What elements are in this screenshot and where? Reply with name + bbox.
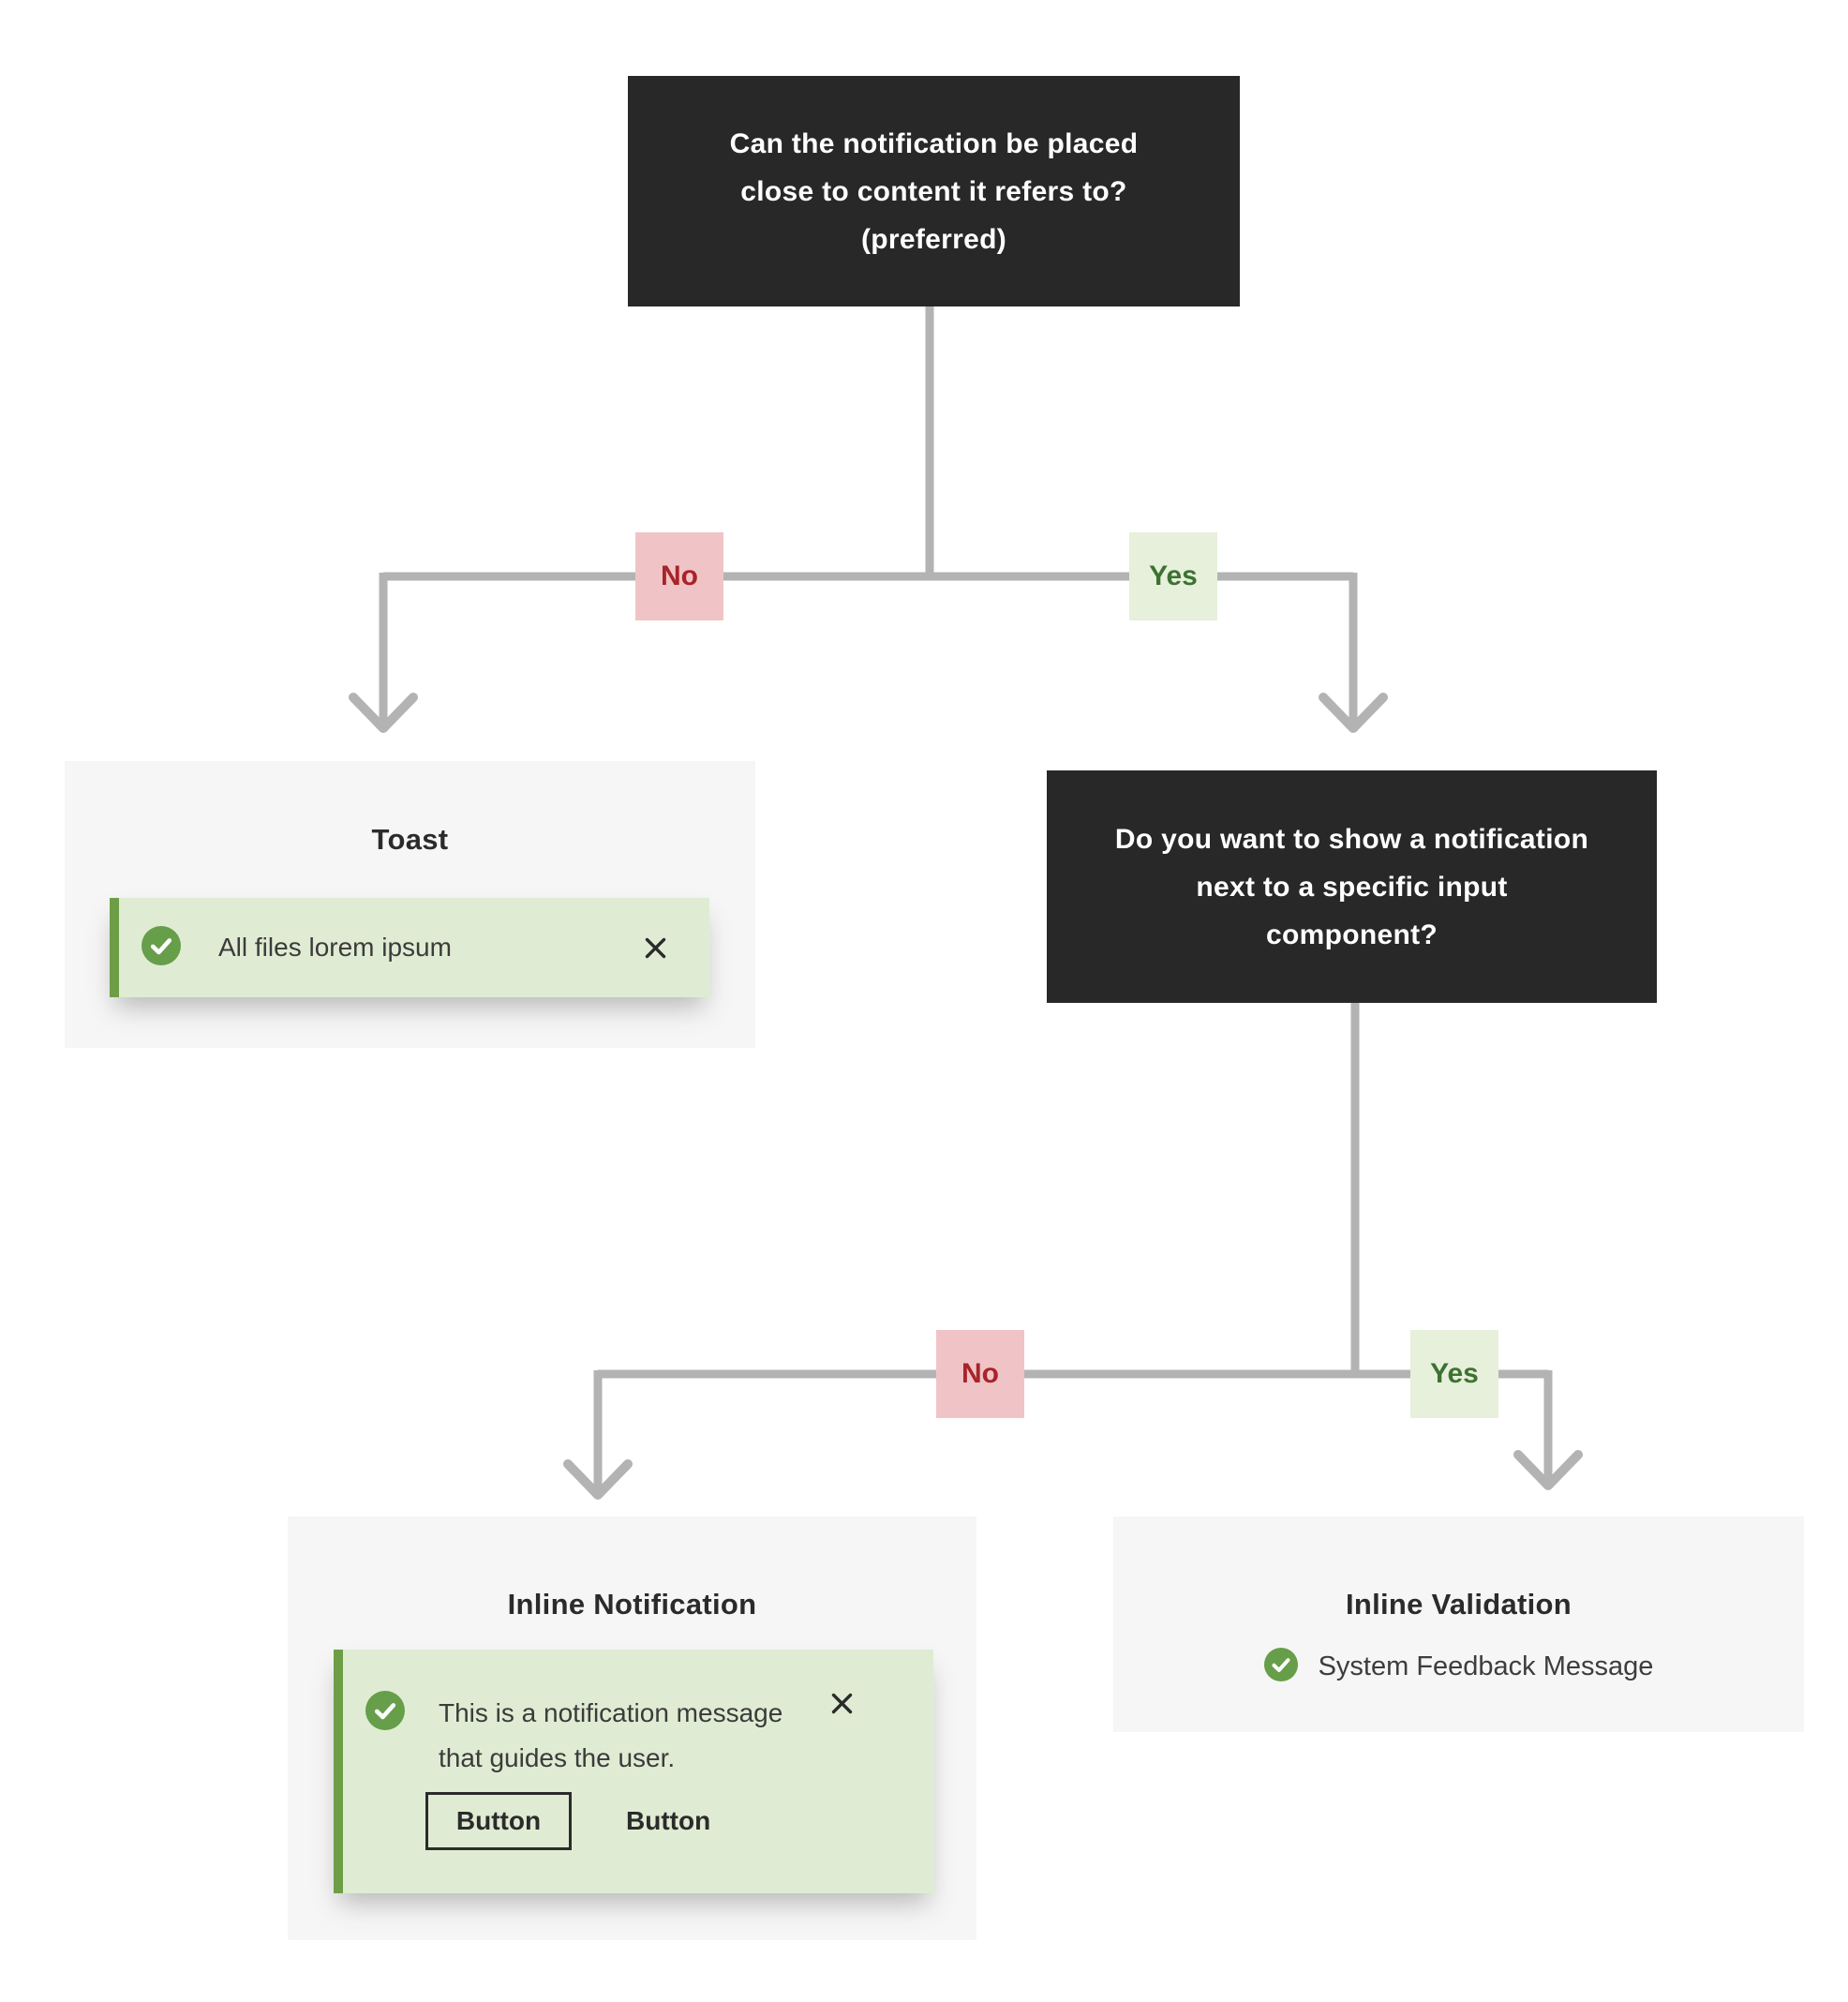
chevron-down-arrow-2 <box>1319 693 1388 733</box>
check-circle-icon <box>142 925 181 970</box>
toast-card-title: Toast <box>371 823 449 856</box>
question-line: component? <box>1266 919 1438 950</box>
question-line: Do you want to show a notification <box>1114 823 1589 855</box>
validation-message: System Feedback Message <box>1318 1651 1654 1681</box>
notification-buttons: Button Button <box>425 1792 716 1850</box>
inline-notification-card-title: Inline Notification <box>507 1588 757 1621</box>
branch-label-no-2: No <box>936 1330 1024 1418</box>
question-line: Can the notification be placed <box>729 127 1139 159</box>
notification-message-line: that guides the user. <box>439 1743 676 1772</box>
check-circle-icon <box>1263 1648 1298 1686</box>
close-icon[interactable] <box>643 935 668 961</box>
toast-row: All files lorem ipsum <box>119 898 709 997</box>
question-node-2: Do you want to show a notification next … <box>1047 770 1657 1003</box>
notification-message-line: This is a notification message <box>439 1698 783 1727</box>
question-line: (preferred) <box>861 223 1006 255</box>
check-circle-icon <box>365 1691 405 1735</box>
inline-notification-box: This is a notification message that guid… <box>334 1650 933 1893</box>
question-line: next to a specific input <box>1196 871 1508 903</box>
notification-head: This is a notification message that guid… <box>365 1691 785 1781</box>
outcome-card-toast: Toast All files lorem ipsum <box>65 761 755 1048</box>
question-node-1: Can the notification be placed close to … <box>628 76 1240 306</box>
branch-label-yes-1: Yes <box>1129 532 1217 620</box>
validation-row: System Feedback Message <box>1113 1648 1804 1686</box>
branch-label-no-1: No <box>635 532 723 620</box>
inline-validation-card-title: Inline Validation <box>1345 1588 1572 1621</box>
outcome-card-inline-validation: Inline Validation System Feedback Messag… <box>1113 1516 1804 1732</box>
chevron-down-arrow-4 <box>1513 1450 1583 1490</box>
outcome-card-inline-notification: Inline Notification This is a notificati… <box>288 1516 976 1940</box>
toast-message: All files lorem ipsum <box>218 933 452 962</box>
secondary-button[interactable]: Button <box>620 1805 716 1837</box>
primary-button[interactable]: Button <box>425 1792 572 1850</box>
question-line: close to content it refers to? <box>740 175 1127 207</box>
notification-message: This is a notification message that guid… <box>439 1691 785 1781</box>
close-icon[interactable] <box>829 1691 855 1716</box>
chevron-down-arrow-1 <box>349 693 418 733</box>
toast-notification: All files lorem ipsum <box>110 898 709 997</box>
branch-label-yes-2: Yes <box>1410 1330 1498 1418</box>
chevron-down-arrow-3 <box>563 1459 633 1500</box>
